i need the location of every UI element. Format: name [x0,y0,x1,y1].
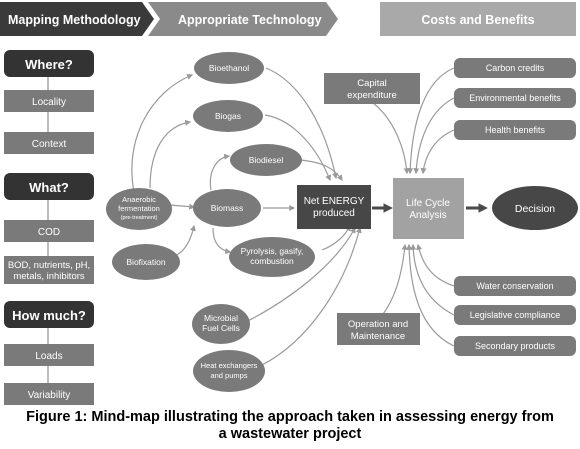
microbial-node [192,304,250,344]
how-much-box [4,301,94,328]
header-mapping-methodology: Mapping Methodology [0,2,154,36]
anaerobic-label-line3: (pre-treatment) [121,215,158,221]
secondary-products-box [454,336,576,356]
header-costs-benefits: Costs and Benefits [380,2,576,36]
operation-maintenance-label-line1: Operation and [348,319,408,330]
net-energy-label-line2: produced [313,208,355,219]
context-box [4,132,94,154]
legislative-compliance-box [454,305,576,325]
net-energy-label-line1: Net ENERGY [304,196,365,207]
biofixation-node [112,244,180,280]
how-much-label: How much? [12,308,86,323]
center-nodes: Net ENERGY produced Life Cycle Analysis … [297,73,578,345]
anaerobic-label-line2: fermentation [118,204,160,213]
net-energy-box [297,185,371,229]
biogas-label: Biogas [215,111,241,121]
anaerobic-label-line1: Anaerobic [122,195,156,204]
locality-label: Locality [32,97,66,108]
environmental-benefits-label: Environmental benefits [469,93,561,103]
microbial-label-line1: Microbial [204,313,238,323]
heat-exchangers-label-line2: and pumps [210,371,247,380]
biodiesel-node [230,144,302,176]
pyrolysis-node [229,237,315,277]
pyrolysis-label-line1: Pyrolysis, gasify, [241,246,304,256]
biomass-label: Biomass [211,203,244,213]
lca-box [393,178,464,239]
legislative-compliance-label: Legislative compliance [470,310,561,320]
secondary-products-label: Secondary products [475,341,556,351]
lca-label-line1: Life Cycle [406,198,450,209]
header-appropriate-technology: Appropriate Technology [148,2,338,36]
where-label: Where? [25,57,73,72]
water-conservation-label: Water conservation [476,281,553,291]
health-benefits-label: Health benefits [485,125,546,135]
technology-nodes: Bioethanol Biogas Biodiesel Anaerobic fe… [106,52,315,392]
figure-caption: Figure 1: Mind-map illustrating the appr… [0,409,580,443]
heat-exchangers-label-line1: Heat exchangers [201,361,258,370]
left-column: Where? Locality Context What? COD BOD, n… [4,50,94,405]
header-mapping-label: Mapping Methodology [8,13,141,27]
cod-label: COD [38,227,60,238]
bod-label-line1: BOD, nutrients, pH, [8,260,90,271]
biodiesel-label: Biodiesel [249,155,284,165]
what-label: What? [29,180,69,195]
operation-maintenance-label-line2: Maintenance [351,331,405,342]
context-label: Context [32,139,67,150]
bioethanol-node [194,52,264,84]
caption-line1: Figure 1: Mind-map illustrating the appr… [26,409,554,425]
bioethanol-label: Bioethanol [209,63,249,73]
connector-arrows [131,67,455,366]
biogas-node [193,100,263,132]
biofixation-label: Biofixation [126,257,165,267]
biomass-node [193,189,261,227]
capex-box [324,73,420,104]
decision-label: Decision [515,203,555,215]
loads-label: Loads [35,351,62,362]
lca-label-line2: Analysis [409,210,446,221]
header-costs-label: Costs and Benefits [421,13,534,27]
caption-line2: a wastewater project [218,426,362,442]
capex-label-line1: Capital [357,78,387,89]
carbon-credits-label: Carbon credits [486,63,545,73]
heat-exchangers-node [193,350,265,392]
anaerobic-node [106,188,172,230]
locality-box [4,90,94,112]
environmental-benefits-box [454,88,576,108]
cod-box [4,220,94,242]
variability-box [4,383,94,405]
where-box [4,50,94,77]
header-technology-label: Appropriate Technology [178,13,322,27]
bod-box [4,256,94,284]
decision-node [492,186,578,230]
carbon-credits-box [454,58,576,78]
pyrolysis-label-line2: combustion [250,256,294,266]
operation-maintenance-box [337,313,420,345]
water-conservation-box [454,276,576,296]
health-benefits-box [454,120,576,140]
variability-label: Variability [28,390,71,401]
microbial-label-line2: Fuel Cells [202,323,240,333]
capex-label-line2: expenditure [347,90,397,101]
bod-label-line2: metals, inhibitors [13,271,85,282]
benefit-nodes: Carbon credits Environmental benefits He… [454,58,576,356]
loads-box [4,344,94,366]
what-box [4,173,94,200]
